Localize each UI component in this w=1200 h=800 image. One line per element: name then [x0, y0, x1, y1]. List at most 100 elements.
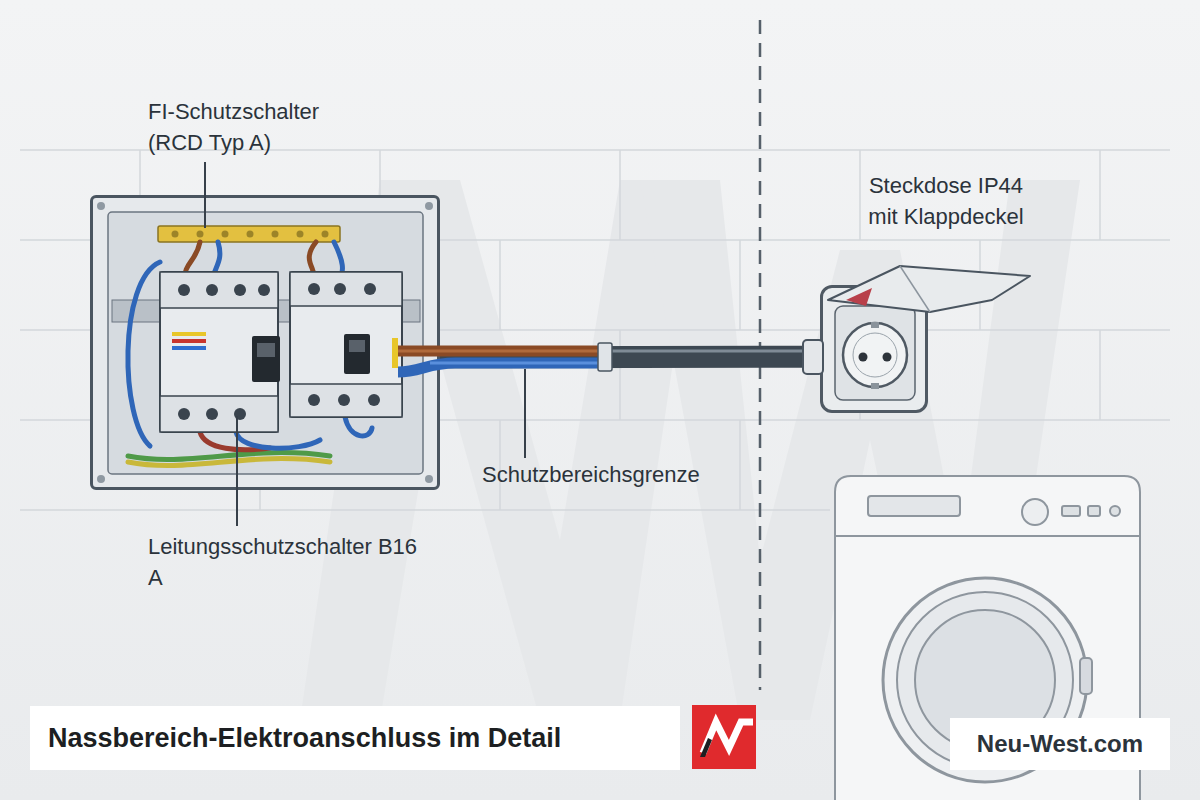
- callout-label: Leitungsschutzschalter B16 A: [148, 531, 423, 593]
- leader-line: [236, 416, 238, 526]
- leader-line: [205, 162, 525, 526]
- socket-lid: [900, 266, 930, 312]
- edge-group: [440, 356, 820, 358]
- cable-wires: [398, 351, 604, 372]
- distribution-box-interior: [97, 475, 105, 483]
- socket-face: [871, 322, 879, 328]
- internal-wires: [184, 242, 200, 282]
- rcd-module: [206, 408, 218, 420]
- wall-tiles: [499, 420, 501, 510]
- rcd-module: [172, 339, 206, 343]
- internal-wires: [128, 242, 372, 465]
- washing-machine: [868, 496, 960, 516]
- internal-wires: [128, 453, 330, 460]
- washing-machine: [1062, 506, 1080, 516]
- distribution-box-interior: [97, 202, 105, 210]
- mcb-module: [364, 283, 376, 295]
- socket-label: Steckdose IP44 mit Klappdeckel: [853, 170, 1039, 232]
- wall-tiles: [1099, 150, 1101, 240]
- socket-face: [859, 353, 868, 362]
- wall-tiles: [979, 240, 981, 330]
- leader-line: [204, 162, 206, 228]
- busbar: [158, 226, 340, 242]
- rcd-module: [252, 336, 280, 382]
- mcb-module: [290, 272, 402, 417]
- wall-tiles: [619, 150, 621, 240]
- rcd-module: [234, 408, 246, 420]
- wall-tiles: [499, 240, 501, 330]
- brand-logo: [700, 738, 712, 757]
- busbar: [297, 231, 304, 238]
- wall-tiles: [619, 330, 621, 420]
- socket-lid: [846, 288, 872, 306]
- washing-machine: [1110, 506, 1120, 516]
- rcd-module: [206, 284, 218, 296]
- wall-tiles: [859, 150, 861, 240]
- mcb-module: [290, 384, 402, 417]
- wall-tiles: [1099, 330, 1101, 420]
- busbar: [272, 231, 279, 238]
- distribution-box-interior: [97, 202, 433, 483]
- brand-box: Neu-West.com: [950, 718, 1170, 770]
- title-banner: Nassbereich-Elektroanschluss im Detail: [30, 706, 680, 770]
- socket-housing: Steckdose IP44 mit Klappdeckel: [820, 285, 928, 413]
- wall-tiles: [20, 150, 1170, 510]
- rcd-module: [160, 272, 280, 432]
- socket-face: [883, 353, 892, 362]
- internal-wires: [334, 242, 342, 282]
- zone-label: Schutzbereichsgrenze: [482, 461, 700, 489]
- internal-wires: [236, 432, 320, 448]
- internal-wires: [309, 242, 316, 282]
- rcd-module: [172, 346, 206, 350]
- washing-machine: [1088, 506, 1100, 516]
- mcb-module: [290, 272, 402, 306]
- socket-lid: [828, 266, 1030, 312]
- mcb-module: [349, 340, 365, 352]
- rcd-module: [178, 408, 190, 420]
- distribution-box-interior: [112, 300, 420, 322]
- mcb-module: [338, 394, 350, 406]
- callout-label: FI-Schutzschalter (RCD Typ A): [148, 96, 358, 158]
- internal-wires: [345, 417, 372, 436]
- internal-wires: [200, 432, 270, 450]
- brand-logo: [692, 705, 756, 769]
- internal-wires: [128, 262, 160, 446]
- cable-wires: [398, 350, 604, 353]
- cable-sheath-detail: [612, 350, 806, 353]
- leader-line: [524, 369, 526, 458]
- cable-sheath-detail: [598, 340, 823, 374]
- socket-face: [871, 383, 879, 389]
- washing-machine: [835, 535, 1140, 537]
- rcd-module: [258, 284, 270, 296]
- socket-face: [843, 323, 907, 387]
- rcd-module: [160, 272, 278, 308]
- cable-wires: [398, 346, 604, 357]
- distribution-box-interior: [425, 475, 433, 483]
- cable-sheath-detail: [803, 340, 823, 374]
- brand-logo: [703, 722, 753, 753]
- rcd-module: [178, 284, 190, 296]
- rcd-module: [160, 396, 278, 432]
- mcb-module: [344, 334, 370, 374]
- brand-name: Neu-West.com: [950, 718, 1170, 770]
- brand-logo: [692, 705, 756, 769]
- busbar: [197, 231, 204, 238]
- washing-machine: [1022, 499, 1048, 525]
- rcd-module: [172, 332, 206, 336]
- title: Nassbereich-Elektroanschluss im Detail: [48, 723, 561, 754]
- watermark: [640, 180, 1080, 720]
- mcb-module: [290, 272, 402, 417]
- zone-boundary: [759, 20, 762, 690]
- busbar: [222, 231, 229, 238]
- socket-face: [853, 333, 897, 377]
- internal-wires: [128, 459, 330, 466]
- mcb-module: [368, 394, 380, 406]
- washing-machine: [1080, 658, 1092, 694]
- socket-face: [835, 306, 915, 400]
- rcd-module: [234, 284, 246, 296]
